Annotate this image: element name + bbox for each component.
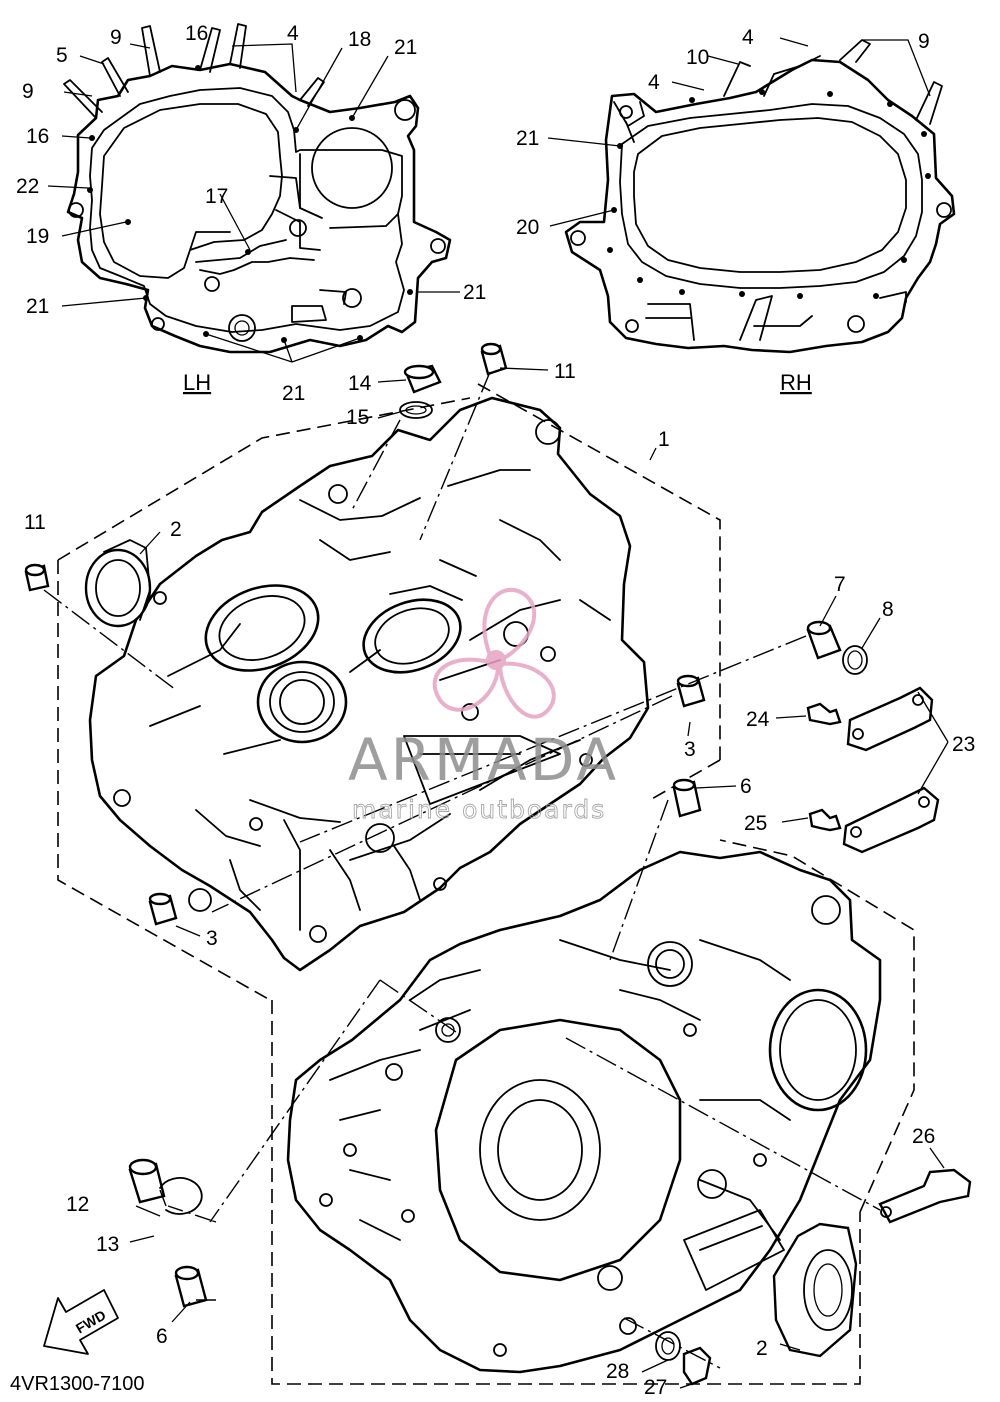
callout-21: 21 <box>394 36 417 59</box>
callout-9: 9 <box>110 26 122 49</box>
alignment-lines <box>43 371 881 1369</box>
callout-25: 25 <box>744 812 767 835</box>
callout-28: 28 <box>606 1360 629 1383</box>
diagram-code: 4VR1300-7100 <box>10 1373 145 1395</box>
callout-11: 11 <box>554 360 576 383</box>
lower-leader-lines <box>129 367 949 1389</box>
callout-14: 14 <box>348 372 372 395</box>
rh-label: RH <box>780 370 812 395</box>
callout-5: 5 <box>56 44 68 67</box>
watermark-brand: ARMADA <box>348 726 619 794</box>
callout-18: 18 <box>348 28 371 51</box>
callout-8: 8 <box>882 598 894 621</box>
lh-label: LH <box>183 370 211 395</box>
callout-17: 17 <box>205 185 228 208</box>
callout-20: 20 <box>516 216 539 239</box>
upper-crankcase-half <box>57 383 721 1001</box>
callout-23: 23 <box>952 733 975 756</box>
callout-9: 9 <box>918 30 930 53</box>
callout-21: 21 <box>516 127 539 150</box>
callout-11: 11 <box>24 511 46 534</box>
callout-22: 22 <box>16 175 39 198</box>
armada-logo-icon <box>432 587 556 719</box>
callout-16: 16 <box>185 22 208 45</box>
rh-leader-lines <box>547 37 931 227</box>
small-parts <box>24 342 972 1386</box>
callout-21: 21 <box>26 295 49 318</box>
callout-10: 10 <box>686 46 709 69</box>
watermark-tagline: marine outboards <box>352 795 606 824</box>
callout-3: 3 <box>206 927 218 950</box>
callout-27: 27 <box>644 1376 667 1399</box>
part-callouts: 9 16 4 18 21 5 9 16 22 17 19 21 21 21 4 … <box>16 22 975 1399</box>
callout-4: 4 <box>742 26 754 49</box>
callout-15: 15 <box>346 406 369 429</box>
callout-13: 13 <box>96 1233 119 1256</box>
callout-21: 21 <box>282 382 305 405</box>
callout-9: 9 <box>22 80 34 103</box>
armada-watermark: ARMADA marine outboards <box>348 587 619 824</box>
callout-2: 2 <box>170 518 182 541</box>
callout-19: 19 <box>26 225 49 248</box>
callout-16: 16 <box>26 125 49 148</box>
callout-12: 12 <box>66 1193 89 1216</box>
callout-7: 7 <box>834 573 846 596</box>
callout-24: 24 <box>746 708 770 731</box>
callout-4: 4 <box>648 71 660 94</box>
callout-1: 1 <box>658 428 670 451</box>
callout-4: 4 <box>287 22 299 45</box>
fwd-label: FWD <box>73 1307 109 1337</box>
lh-case-outline <box>63 23 452 354</box>
callout-6: 6 <box>740 775 752 798</box>
callout-3: 3 <box>684 738 696 761</box>
forward-arrow-icon: FWD <box>43 1289 119 1355</box>
callout-6: 6 <box>156 1325 168 1348</box>
rh-case-outline <box>564 39 956 354</box>
lower-crankcase-half <box>271 839 915 1385</box>
callout-21: 21 <box>463 281 486 304</box>
callout-2: 2 <box>756 1337 768 1360</box>
lh-leader-lines <box>47 43 460 363</box>
callout-26: 26 <box>912 1125 935 1148</box>
